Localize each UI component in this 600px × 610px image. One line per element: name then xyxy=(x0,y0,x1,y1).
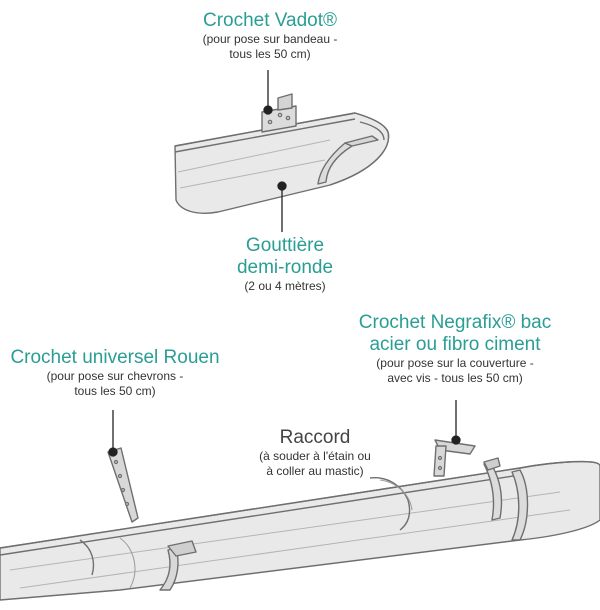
negrafix-sub-line1: (pour pose sur la couverture - xyxy=(376,356,534,370)
negrafix-title-line2: acier ou fibro ciment xyxy=(369,334,541,355)
raccord-title: Raccord xyxy=(279,427,351,448)
gouttiere-sub: (2 ou 4 mètres) xyxy=(244,279,326,293)
negrafix-label: Crochet Negrafix® bac acier ou fibro cim… xyxy=(340,312,570,386)
raccord-label: Raccord (à souder à l'étain ou à coller … xyxy=(235,427,395,479)
vadot-label: Crochet Vadot® (pour pose sur bandeau - … xyxy=(170,10,370,62)
right-strap xyxy=(511,469,529,541)
raccord-sub-line2: à coller au mastic) xyxy=(266,464,364,478)
lower-gutter xyxy=(0,460,600,601)
negrafix-title-line1: Crochet Negrafix® bac xyxy=(358,312,552,333)
gouttiere-leader-dot xyxy=(277,181,287,191)
rouen-sub-line2: tous les 50 cm) xyxy=(74,384,156,398)
gouttiere-title-line2: demi-ronde xyxy=(236,257,334,278)
leader-lines xyxy=(108,70,461,457)
vadot-sub-line1: (pour pose sur bandeau - xyxy=(202,32,338,46)
vadot-leader-dot xyxy=(263,105,273,115)
negrafix-hook xyxy=(433,439,503,521)
rouen-title: Crochet universel Rouen xyxy=(10,347,220,368)
gouttiere-label: Gouttière demi-ronde (2 ou 4 mètres) xyxy=(200,235,370,294)
rouen-leader-dot xyxy=(108,447,118,457)
rouen-sub-line1: (pour pose sur chevrons - xyxy=(46,369,184,383)
rouen-hook xyxy=(107,447,197,591)
negrafix-sub-line2: avec vis - tous les 50 cm) xyxy=(387,371,523,385)
negrafix-leader-dot xyxy=(451,435,461,445)
gouttiere-title-line1: Gouttière xyxy=(245,235,325,256)
vadot-title: Crochet Vadot® xyxy=(202,10,338,31)
raccord-sub-line1: (à souder à l'étain ou xyxy=(259,449,371,463)
vadot-sub-line2: tous les 50 cm) xyxy=(229,47,311,61)
rouen-label: Crochet universel Rouen (pour pose sur c… xyxy=(0,347,230,399)
upper-gutter xyxy=(174,112,390,214)
